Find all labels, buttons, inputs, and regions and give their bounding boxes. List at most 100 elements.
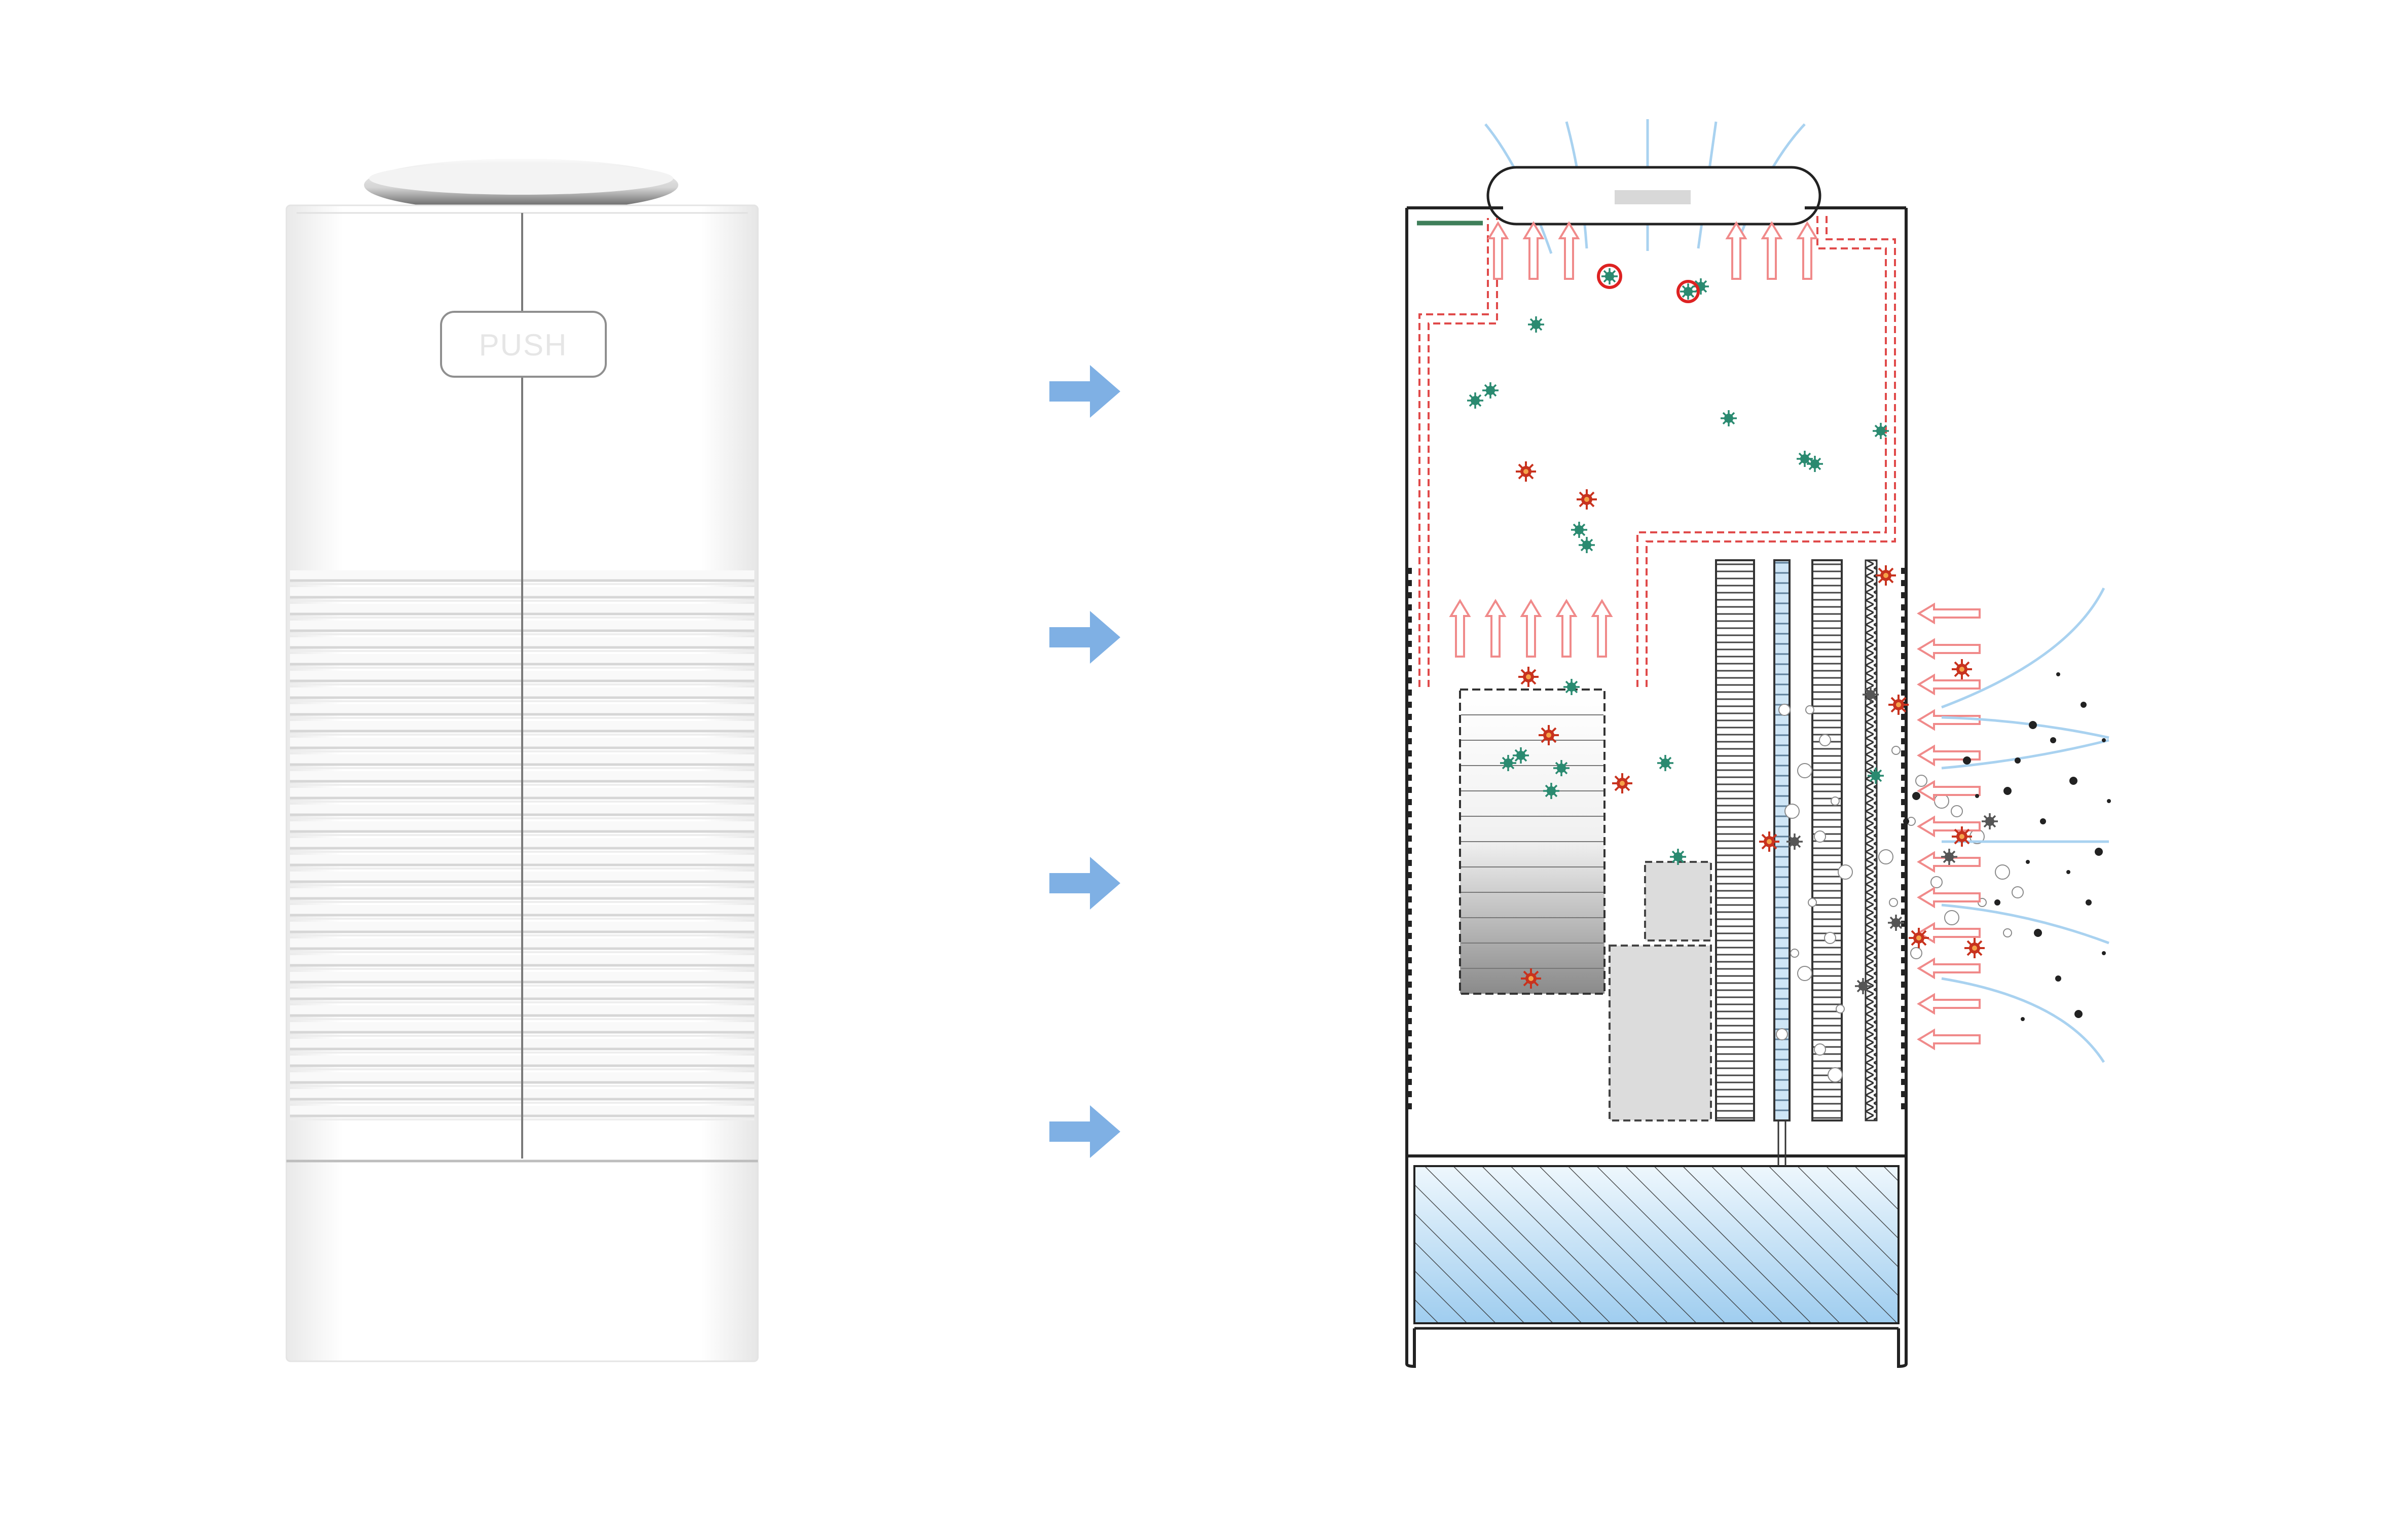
shell-notch <box>1901 1067 1906 1073</box>
shell-notch <box>1901 945 1906 951</box>
cross-section <box>1405 119 2111 1368</box>
droplet <box>1944 910 1959 925</box>
dust-speck <box>2040 818 2046 824</box>
shell-notch <box>1901 811 1906 817</box>
shell-notch <box>1407 848 1412 854</box>
shell-notch <box>1901 921 1906 927</box>
shell-notch <box>1407 580 1412 586</box>
shell-notch <box>1901 750 1906 756</box>
shell-notch <box>1901 1030 1906 1036</box>
droplet <box>1836 1004 1845 1013</box>
intake-arrows <box>1918 603 1981 1049</box>
shell-notch <box>1407 641 1412 647</box>
droplet <box>2012 886 2024 898</box>
dust-speck <box>1903 818 1909 824</box>
shell-notch <box>1407 909 1412 915</box>
virus-icon <box>1887 914 1905 932</box>
water-tank <box>1413 1165 1900 1324</box>
virus-icon <box>1951 825 1973 848</box>
section-shell <box>1405 206 1908 1368</box>
shell-notch <box>1901 617 1906 623</box>
shell-notch <box>1407 1030 1412 1036</box>
process-arrows <box>1049 365 1120 1158</box>
droplet <box>1995 864 2010 880</box>
virus-icon <box>1481 381 1500 400</box>
captured-virus <box>1597 264 1700 303</box>
arrow-up-outline-icon <box>1797 222 1817 280</box>
pre-filter <box>1865 559 1878 1121</box>
water-droplets <box>1776 704 2024 1082</box>
droplet <box>1831 796 1840 806</box>
droplet <box>1797 966 1812 981</box>
shell-notch <box>1407 860 1412 866</box>
shell-notch <box>1407 1091 1412 1097</box>
shell-notch <box>1901 738 1906 744</box>
shell-notch <box>1901 568 1906 574</box>
shell-notch <box>1901 933 1906 939</box>
droplet <box>1819 734 1831 746</box>
shell-notch <box>1901 592 1906 598</box>
shell-notch <box>1407 811 1412 817</box>
shell-notch <box>1407 568 1412 574</box>
push-button[interactable]: PUSH <box>440 311 607 378</box>
shell-notch <box>1407 969 1412 975</box>
droplet <box>1951 805 1963 817</box>
droplet <box>2003 928 2012 937</box>
shell-notch <box>1901 860 1906 866</box>
dust-speck <box>2074 1010 2083 1018</box>
virus-icon <box>1466 391 1484 410</box>
shell-notch <box>1901 994 1906 1000</box>
arrow-up-outline-icon <box>1488 222 1508 280</box>
virus-icon <box>1908 927 1930 949</box>
shell-notch <box>1407 714 1412 720</box>
arrow-up-outline-icon <box>1592 600 1612 658</box>
shell-notch <box>1407 592 1412 598</box>
shell-notch <box>1407 836 1412 842</box>
dust-speck <box>2069 777 2077 785</box>
droplet <box>1784 804 1800 819</box>
shell-notch <box>1901 787 1906 793</box>
virus-icon <box>1611 772 1633 794</box>
shell-notch <box>1407 921 1412 927</box>
virus-icon <box>1600 267 1619 285</box>
droplet <box>1778 704 1791 716</box>
shell-notch <box>1407 982 1412 988</box>
shell-notch <box>1407 799 1412 805</box>
water-wick <box>1773 559 1791 1121</box>
arrow-up-outline-icon <box>1485 600 1506 658</box>
dust-speck <box>2003 787 2012 795</box>
virus-icon <box>1720 409 1738 427</box>
arrow-right-icon <box>1049 365 1120 418</box>
dust-speck <box>2102 951 2106 955</box>
shell-notch <box>1407 738 1412 744</box>
droplet <box>1814 830 1826 843</box>
droplet <box>1930 876 1943 888</box>
shell-notch <box>1901 665 1906 671</box>
arrow-up-outline-icon <box>1556 600 1577 658</box>
shell-notch <box>1901 726 1906 732</box>
shell-notch <box>1407 1079 1412 1085</box>
shell-notch <box>1407 872 1412 878</box>
arrow-up-outline-icon <box>1521 600 1541 658</box>
arrow-left-outline-icon <box>1918 994 1981 1014</box>
shell-notch <box>1407 604 1412 610</box>
droplet <box>1934 793 1949 809</box>
droplet <box>1910 947 1922 959</box>
shell-notch <box>1407 1018 1412 1024</box>
hepa-filter-1 <box>1715 559 1755 1121</box>
shell-notch <box>1407 823 1412 829</box>
shell-notch <box>1901 1018 1906 1024</box>
shell-notch <box>1901 872 1906 878</box>
dust-speck <box>1963 756 1971 765</box>
shell-notch <box>1407 617 1412 623</box>
shell-notch <box>1901 1091 1906 1097</box>
virus-icon <box>1517 666 1540 688</box>
carbon-filter-stack <box>1459 689 1606 995</box>
shell-notch <box>1407 629 1412 635</box>
dust-speck <box>2102 738 2106 742</box>
shell-notch <box>1901 629 1906 635</box>
virus-icon <box>1570 521 1588 539</box>
arrow-up-outline-icon <box>1762 222 1782 280</box>
dust-speck <box>2056 672 2060 676</box>
